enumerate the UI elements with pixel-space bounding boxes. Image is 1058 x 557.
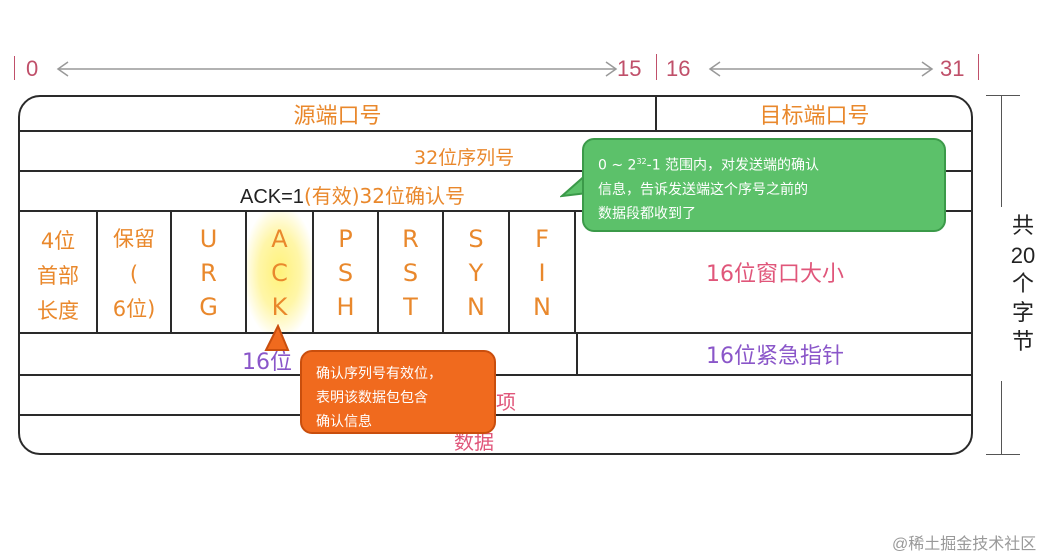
- flag-psh-char-3: H: [336, 293, 355, 321]
- flag-ack-char-3: K: [271, 293, 288, 321]
- flag-urg-char-2: R: [200, 259, 217, 287]
- ack-highlight: [247, 212, 312, 332]
- ack-flag-callout: 确认序列号有效位， 表明该数据包包含 确认信息: [300, 350, 496, 434]
- ack-flag-text: ACK=1: [240, 186, 304, 208]
- flag-psh-char-1: P: [338, 225, 353, 253]
- flag-fin-char-1: F: [535, 225, 549, 253]
- header-length-line-2: 首部: [37, 264, 79, 288]
- orange-callout-line-1: 确认序列号有效位，: [316, 366, 442, 382]
- tcp-header-frame: [18, 95, 973, 455]
- flag-fin-char-3: N: [533, 293, 551, 321]
- flag-fin: F I N: [510, 222, 574, 324]
- total-label-3: 个: [1011, 272, 1034, 297]
- col-divider-reserved: [170, 211, 172, 333]
- col-divider-ack: [312, 211, 314, 333]
- total-label-4: 字: [1011, 301, 1034, 326]
- green-callout-line-3: 数据段都收到了: [598, 205, 696, 222]
- sequence-number-field: 32位序列号: [414, 147, 515, 169]
- bit-31-label: 31: [940, 56, 965, 81]
- watermark-text: @稀土掘金技术社区: [892, 536, 1037, 553]
- bit-16-label: 16: [666, 56, 691, 81]
- row-divider-1: [19, 130, 972, 132]
- ruler-tick-right: [978, 54, 979, 80]
- ack-number-text: 32位确认号: [359, 184, 465, 208]
- flag-psh: P S H: [314, 222, 377, 324]
- bracket-line-bottom: [1001, 381, 1002, 455]
- reserved-line-3: 6位): [112, 297, 156, 321]
- reserved-field: 保留 ( 6位): [98, 222, 170, 327]
- ack-number-field: ACK=1(有效)32位确认号: [240, 180, 465, 209]
- ack-number-callout: 0 ~ 232-1 范围内，对发送端的确认 信息，告诉发送端这个序号之前的 数据…: [582, 138, 946, 232]
- col-divider-syn: [508, 211, 510, 333]
- dest-port-field: 目标端口号: [759, 103, 870, 129]
- col-divider-fin: [574, 211, 576, 333]
- bracket-line-top: [1001, 95, 1002, 207]
- col-divider-rst: [442, 211, 444, 333]
- reserved-line-2: (: [129, 262, 139, 286]
- green-callout-range-start: 0 ~ 2: [598, 157, 637, 174]
- bracket-bottom: [986, 454, 1020, 455]
- flag-rst-char-2: S: [402, 259, 419, 287]
- left-range-arrow: [56, 61, 618, 77]
- green-callout-range-end: -1 范围内，对发送端的确认: [646, 157, 820, 174]
- flag-ack-char-1: A: [271, 225, 288, 253]
- ruler-tick-mid: [656, 54, 657, 80]
- flag-fin-char-2: I: [538, 259, 546, 287]
- flag-urg-char-1: U: [199, 225, 218, 253]
- green-callout-line-1: 0 ~ 232-1 范围内，对发送端的确认: [598, 150, 930, 178]
- flag-syn-char-2: Y: [468, 259, 484, 287]
- orange-callout-line-2: 表明该数据包包含: [316, 390, 428, 406]
- header-length-line-3: 长度: [37, 299, 79, 323]
- row-divider-2: [19, 170, 972, 172]
- col-divider-urg: [245, 211, 247, 333]
- checksum-field: 16位: [242, 350, 292, 375]
- total-bytes-label: 共 20 个 字 节: [1002, 212, 1044, 357]
- flag-urg: U R G: [172, 222, 245, 324]
- col-divider-hlen: [96, 211, 98, 333]
- flag-psh-char-2: S: [337, 259, 354, 287]
- flag-syn-char-1: S: [468, 225, 484, 253]
- total-label-5: 节: [1011, 330, 1034, 355]
- window-size-field: 16位窗口大小: [706, 262, 844, 287]
- ruler-tick-left: [14, 56, 15, 80]
- bracket-top: [986, 95, 1020, 96]
- orange-callout-tail: [264, 324, 290, 351]
- flag-ack-char-2: C: [271, 259, 288, 287]
- flag-urg-char-3: G: [199, 293, 218, 321]
- flag-syn: S Y N: [444, 222, 508, 324]
- right-range-arrow: [708, 61, 934, 77]
- flag-rst: R S T: [379, 222, 442, 324]
- col-divider-psh: [377, 211, 379, 333]
- urgent-pointer-field: 16位紧急指针: [706, 344, 844, 369]
- flag-rst-char-1: R: [402, 225, 419, 253]
- source-port-field: 源端口号: [293, 103, 382, 129]
- bit-15-label: 15: [617, 56, 642, 81]
- reserved-line-1: 保留: [113, 227, 155, 251]
- total-label-1: 共: [1011, 214, 1034, 239]
- orange-callout-line-3: 确认信息: [316, 414, 372, 430]
- port-divider: [655, 96, 657, 131]
- flag-rst-char-3: T: [403, 293, 418, 321]
- ack-valid-text: (有效): [303, 184, 360, 208]
- flag-syn-char-3: N: [467, 293, 485, 321]
- options-field: 项: [496, 390, 516, 414]
- green-callout-line-2: 信息，告诉发送端这个序号之前的: [598, 181, 808, 198]
- data-field: 数据: [454, 430, 494, 454]
- col-divider-checksum: [576, 333, 578, 375]
- total-label-2: 20: [1010, 243, 1036, 268]
- row-divider-3: [19, 210, 972, 212]
- bit-ruler: 0 15 16 31: [0, 50, 1058, 90]
- flag-ack: A C K: [247, 222, 312, 324]
- bit-0-label: 0: [26, 56, 39, 81]
- header-length-field: 4位 首部 长度: [20, 224, 96, 329]
- header-length-line-1: 4位: [40, 229, 76, 253]
- green-callout-exponent: 32: [636, 157, 647, 166]
- total-bracket: [986, 95, 1020, 455]
- row-divider-4: [19, 332, 972, 334]
